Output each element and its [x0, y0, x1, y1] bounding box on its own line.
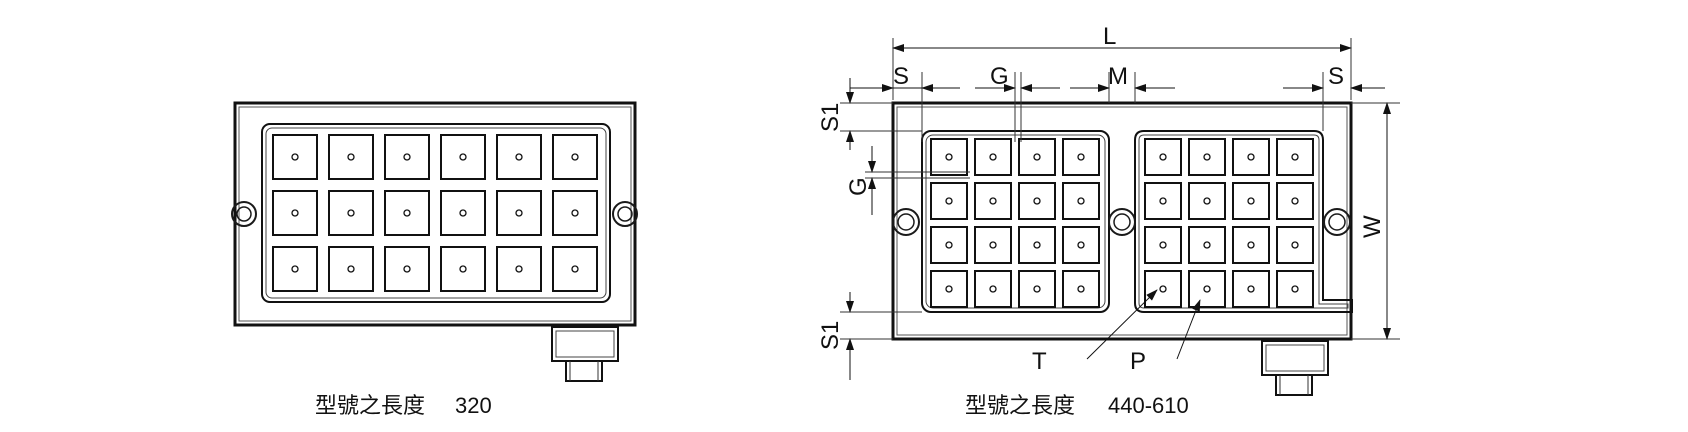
pole-square: [1276, 226, 1314, 264]
pole-square: [552, 134, 598, 180]
pole-square: [552, 190, 598, 236]
dim-label-W: W: [1359, 215, 1386, 238]
dim-label-P: P: [1130, 348, 1146, 375]
pole-square: [930, 182, 968, 220]
right-mount-hole-center: [1108, 208, 1136, 236]
pole-square: [552, 246, 598, 292]
pole-square: [1188, 138, 1226, 176]
right-mount-hole-right: [1323, 208, 1351, 236]
pole-square: [384, 190, 430, 236]
pole-square: [496, 246, 542, 292]
pole-square: [384, 246, 430, 292]
left-mount-hole-right: [612, 201, 638, 227]
pole-square: [1188, 270, 1226, 308]
pole-square: [1276, 138, 1314, 176]
dim-label-S1-bottom: S1: [817, 321, 844, 350]
left-caption-prefix: 型號之長度: [315, 393, 425, 418]
dim-label-L: L: [1103, 23, 1116, 50]
left-connector: [551, 326, 619, 382]
right-mount-hole-left: [892, 208, 920, 236]
left-chuck-drawing: 型號之長度 320: [231, 101, 638, 418]
pole-square: [1232, 270, 1270, 308]
right-chuck-body: [891, 101, 1353, 341]
pole-square: [440, 190, 486, 236]
dim-label-S1-top: S1: [817, 103, 844, 132]
pole-square: [1062, 226, 1100, 264]
pole-square: [1018, 138, 1056, 176]
pole-square: [496, 134, 542, 180]
pole-square: [440, 134, 486, 180]
left-pole-frame: [261, 123, 611, 303]
pole-square: [930, 138, 968, 176]
dim-label-S-right: S: [1328, 63, 1344, 90]
pole-square: [974, 138, 1012, 176]
left-mount-hole-left: [231, 201, 257, 227]
dim-label-T: T: [1032, 348, 1047, 375]
pole-square: [1062, 182, 1100, 220]
pole-square: [1232, 138, 1270, 176]
pole-square: [1144, 226, 1182, 264]
dim-label-S-left: S: [893, 63, 909, 90]
right-caption-prefix: 型號之長度: [965, 393, 1075, 418]
dimension-lines: [840, 38, 1400, 380]
pole-square: [1144, 270, 1182, 308]
pole-square: [1018, 182, 1056, 220]
pole-square: [384, 134, 430, 180]
pole-square: [1276, 270, 1314, 308]
pole-square: [1018, 270, 1056, 308]
right-caption-value: 440-610: [1108, 393, 1189, 418]
pole-square: [272, 246, 318, 292]
pole-square: [1062, 270, 1100, 308]
pole-square: [328, 134, 374, 180]
pole-square: [1144, 182, 1182, 220]
right-pole-frame-right: [1134, 130, 1353, 313]
pole-square: [930, 270, 968, 308]
pole-square: [1232, 226, 1270, 264]
dim-label-G-side: G: [845, 177, 872, 196]
pole-square: [440, 246, 486, 292]
dim-label-M: M: [1108, 63, 1128, 90]
left-caption-value: 320: [455, 393, 492, 418]
pole-square: [496, 190, 542, 236]
pole-square: [1144, 138, 1182, 176]
pole-square: [1188, 182, 1226, 220]
right-chuck-drawing: L S G M S S1 G S1 W T P 型號之長度 440-610: [817, 23, 1400, 418]
left-chuck-inner-body-line: [238, 106, 632, 322]
pole-square: [974, 182, 1012, 220]
right-chuck-inner-body-line: [896, 106, 1348, 336]
pole-square: [974, 226, 1012, 264]
pole-square: [1018, 226, 1056, 264]
pole-square: [1232, 182, 1270, 220]
pole-square: [328, 246, 374, 292]
pole-square: [272, 134, 318, 180]
left-pole-grid: [272, 134, 598, 292]
pole-square: [930, 226, 968, 264]
pole-square: [328, 190, 374, 236]
dim-label-G-top: G: [990, 63, 1009, 90]
pole-square: [974, 270, 1012, 308]
pole-square: [272, 190, 318, 236]
pole-square: [1188, 226, 1226, 264]
right-pole-grid: [930, 138, 1314, 308]
pole-square: [1276, 182, 1314, 220]
right-connector: [1261, 340, 1329, 396]
left-pole-frame-inner: [265, 127, 607, 299]
pole-square: [1062, 138, 1100, 176]
